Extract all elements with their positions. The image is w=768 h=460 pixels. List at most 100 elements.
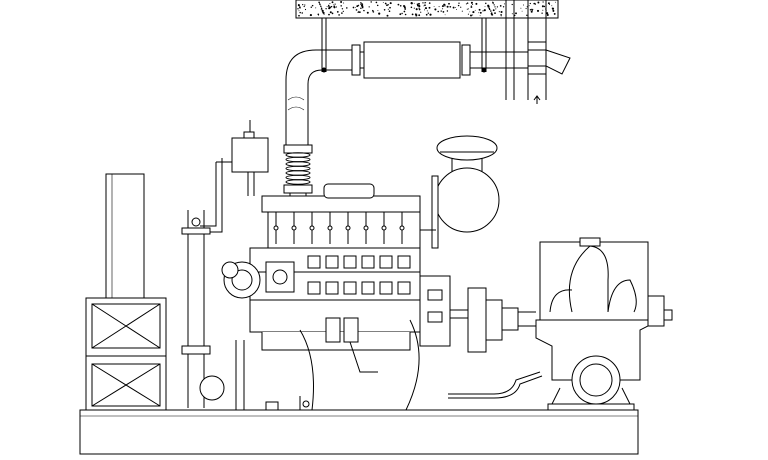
hatch-speck (389, 6, 391, 9)
hatch-speck (322, 11, 325, 14)
hatch-speck (529, 2, 531, 5)
hatch-speck (469, 11, 471, 13)
hatch-speck (472, 14, 474, 16)
hatch-speck (329, 3, 331, 5)
hatch-speck (553, 12, 556, 15)
hatch-speck (426, 10, 428, 12)
hatch-speck (551, 5, 553, 7)
hatch-speck (500, 14, 502, 16)
hatch-speck (418, 14, 421, 17)
manifold-port (361, 281, 375, 295)
hatch-speck (302, 3, 304, 6)
bellows-ring (285, 165, 311, 172)
hatch-speck (352, 6, 355, 9)
hatch-speck (415, 8, 418, 11)
hatch-speck (428, 2, 431, 4)
hatch-speck (376, 4, 379, 7)
hatch-speck (478, 8, 481, 11)
hatch-speck (466, 8, 468, 10)
hatch-speck (452, 6, 455, 9)
ceiling-hatch (297, 1, 557, 17)
hatch-speck (441, 5, 444, 8)
hatch-speck (555, 1, 557, 3)
hatch-speck (360, 7, 362, 9)
hatch-speck (503, 3, 505, 5)
hatch-speck (328, 13, 330, 16)
hatch-speck (411, 13, 414, 16)
hatch-speck (363, 10, 365, 12)
hatch-speck (378, 12, 381, 15)
hatch-speck (494, 6, 496, 8)
hatch-speck (482, 10, 484, 12)
injector-nut (345, 225, 351, 231)
manifold-port (397, 281, 411, 295)
hatch-speck (333, 5, 336, 8)
hatch-speck (498, 11, 500, 13)
hatch-speck (301, 12, 303, 14)
hatch-speck (542, 9, 544, 11)
hatch-speck (418, 2, 420, 5)
hatch-speck (320, 6, 322, 8)
cooling-line (448, 371, 543, 399)
hatch-speck (468, 8, 469, 10)
hatch-speck (530, 10, 533, 13)
hatch-speck (338, 14, 340, 16)
hatch-speck (532, 8, 534, 10)
hatch-speck (424, 9, 425, 11)
manifold-port (325, 255, 339, 269)
hatch-speck (472, 11, 475, 14)
hatch-speck (520, 7, 522, 9)
hatch-speck (526, 14, 528, 16)
hatch-speck (342, 10, 344, 13)
hatch-speck (511, 13, 513, 15)
hatch-speck (442, 11, 445, 13)
hatch-speck (325, 8, 327, 10)
bellows-ring (285, 179, 311, 185)
hatch-speck (460, 6, 462, 8)
hatch-speck (298, 14, 300, 17)
hatch-speck (534, 3, 537, 5)
hatch-speck (399, 4, 402, 7)
hatch-speck (547, 2, 550, 5)
hatch-speck (500, 15, 502, 17)
manifold-port (397, 255, 411, 269)
exhaust-hanger-right (481, 18, 487, 73)
header-tank (200, 120, 269, 233)
injector-nut (363, 225, 369, 231)
hatch-speck (470, 1, 473, 4)
hatch-speck (335, 6, 337, 8)
wall-sleeve (505, 0, 571, 104)
hatch-speck (384, 2, 387, 5)
manifold-port (325, 281, 339, 295)
hatch-speck (360, 3, 362, 5)
flywheel-housing (419, 275, 468, 347)
hatch-speck (423, 2, 425, 4)
hatch-speck (533, 2, 536, 5)
hatch-speck (492, 1, 494, 3)
hatch-speck (382, 1, 384, 3)
hatch-speck (457, 4, 460, 7)
hatch-speck (454, 6, 456, 8)
hatch-speck (315, 7, 317, 9)
radiator (85, 173, 167, 411)
air-cleaner (420, 135, 500, 249)
hatch-speck (541, 5, 544, 8)
hatch-speck (404, 13, 407, 16)
hatch-speck (418, 5, 421, 8)
hatch-speck (478, 12, 480, 14)
hatch-speck (541, 12, 543, 14)
injector-nut (309, 225, 315, 231)
hatch-speck (386, 4, 388, 7)
hatch-speck (297, 4, 300, 7)
hatch-speck (429, 13, 432, 16)
hatch-speck (427, 12, 429, 14)
hatch-speck (383, 9, 386, 11)
ceiling-slab (295, 0, 559, 19)
hatch-speck (467, 13, 469, 15)
hatch-speck (304, 8, 307, 11)
hatch-speck (500, 10, 503, 14)
hatch-speck (528, 5, 530, 7)
hatch-speck (525, 8, 527, 10)
hatch-speck (413, 2, 415, 4)
hatch-speck (422, 2, 424, 4)
